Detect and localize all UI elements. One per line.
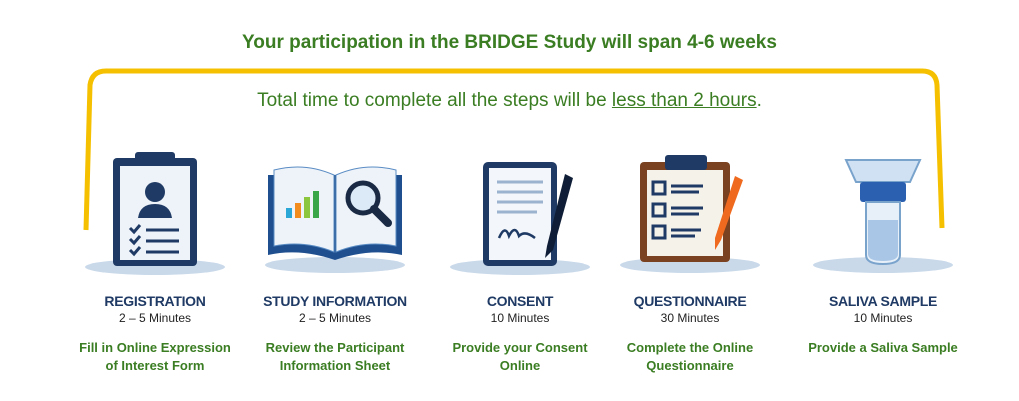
step-desc: Complete the Online	[626, 340, 754, 355]
step-desc: Review the Participant	[265, 340, 405, 355]
step-desc: of Interest Form	[105, 358, 205, 373]
step-duration: 2 – 5 Minutes	[118, 311, 192, 325]
step-title: SALIVA SAMPLE	[828, 293, 938, 309]
step-saliva-sample: SALIVA SAMPLE 10 Minutes Provide a Saliv…	[793, 140, 973, 357]
headline: Your participation in the BRIDGE Study w…	[242, 32, 777, 53]
step-duration: 10 Minutes	[490, 311, 550, 325]
step-desc: Information Sheet	[279, 358, 391, 373]
step-duration: 2 – 5 Minutes	[298, 311, 372, 325]
total-time-note: Total time to complete all the steps wil…	[0, 90, 1019, 112]
step-title: REGISTRATION	[104, 293, 206, 309]
step-title: STUDY INFORMATION	[263, 293, 407, 309]
total-time-emphasis: less than 2 hours	[611, 90, 757, 111]
book-magnifier-icon	[265, 166, 405, 273]
step-desc: Provide a Saliva Sample	[808, 340, 958, 355]
clipboard-person-icon	[85, 152, 225, 275]
step-desc: Provide your Consent	[452, 340, 588, 355]
step-registration: REGISTRATION 2 – 5 Minutes Fill in Onlin…	[65, 140, 245, 375]
checklist-pencil-icon	[620, 155, 760, 273]
document-pen-icon	[450, 162, 590, 275]
total-time-suffix: .	[756, 90, 762, 111]
step-title: QUESTIONNAIRE	[633, 293, 747, 309]
step-duration: 10 Minutes	[853, 311, 913, 325]
step-desc: Questionnaire	[646, 358, 734, 373]
step-desc: Online	[499, 358, 541, 373]
step-questionnaire: QUESTIONNAIRE 30 Minutes Complete the On…	[600, 140, 780, 375]
total-time-prefix: Total time to complete all the steps wil…	[257, 90, 612, 111]
step-desc: Fill in Online Expression	[79, 340, 231, 355]
step-study-information: STUDY INFORMATION 2 – 5 Minutes Review t…	[245, 140, 425, 375]
step-title: CONSENT	[486, 293, 554, 309]
step-duration: 30 Minutes	[660, 311, 720, 325]
saliva-tube-icon	[813, 159, 953, 273]
